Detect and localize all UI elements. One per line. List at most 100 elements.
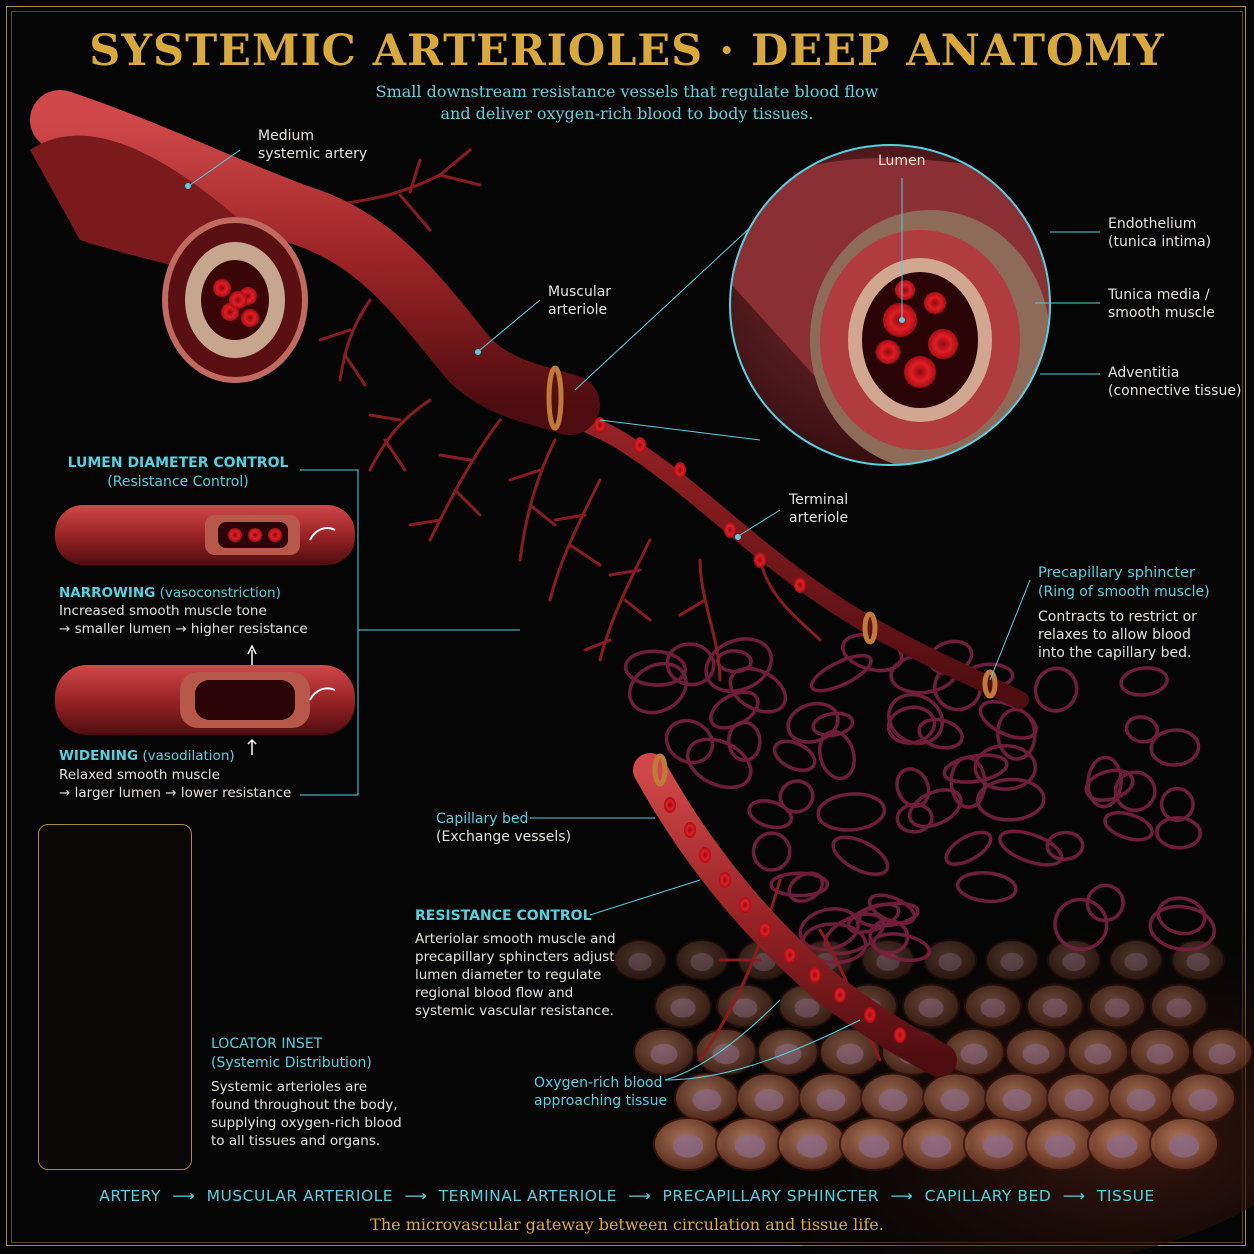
cell-nucleus	[1000, 953, 1024, 971]
narrowing-text-line-2: → smaller lumen → higher resistance	[59, 621, 308, 637]
precapillary-text-line-3: into the capillary bed.	[1038, 645, 1192, 661]
magnified-cross-section	[574, 144, 1051, 466]
capillary-loop	[1156, 896, 1207, 936]
red-blood-cell	[699, 847, 711, 863]
capillary-loop	[1103, 810, 1154, 842]
flow-step-muscular-arteriole: MUSCULAR ARTERIOLE	[206, 1187, 394, 1205]
locator-subheading: (Systemic Distribution)	[211, 1055, 372, 1071]
narrowing-vessel-illustration	[55, 505, 355, 565]
red-blood-cell	[864, 1007, 876, 1023]
capillary-loop	[811, 711, 855, 738]
artery-blood-cells	[213, 279, 259, 327]
flowing-blood-cells	[594, 417, 906, 1043]
label-adventitia-line-2: (connective tissue)	[1108, 383, 1242, 399]
narrowing-description: Increased smooth muscle tone → smaller l…	[59, 602, 308, 638]
cell-nucleus	[1064, 1088, 1094, 1112]
red-blood-cell	[674, 462, 686, 478]
capillary-loop	[728, 666, 788, 714]
red-blood-cell	[904, 356, 936, 388]
cell-nucleus	[692, 1088, 722, 1112]
label-tunica-media-line-2: smooth muscle	[1108, 305, 1215, 321]
widening-vessel-illustration	[55, 644, 355, 755]
cell-nucleus	[628, 953, 652, 971]
cell-nucleus	[794, 998, 820, 1018]
cell-nucleus	[858, 1134, 890, 1158]
capillary-loop	[778, 779, 815, 814]
cell-nucleus	[816, 1088, 846, 1112]
capillary-loop	[704, 637, 773, 693]
cell-nucleus	[774, 1043, 802, 1065]
resistance-text-line-5: systemic vascular resistance.	[415, 1003, 614, 1019]
label-terminal-arteriole-line-2: arteriole	[789, 510, 849, 526]
resistance-text-line-4: regional blood flow and	[415, 985, 574, 1001]
capillary-loop	[1148, 904, 1217, 952]
page-title: SYSTEMIC ARTERIOLES · DEEP ANATOMY	[89, 26, 1165, 76]
tissue-cell	[1088, 983, 1146, 1029]
precapillary-text-line-2: relaxes to allow blood	[1038, 627, 1191, 643]
tissue-cell	[654, 983, 712, 1029]
label-adventitia: Adventitia (connective tissue)	[1108, 364, 1241, 400]
red-blood-cell	[784, 947, 796, 963]
red-blood-cell	[794, 577, 806, 593]
locator-text-line-1: Systemic arterioles are	[211, 1079, 368, 1095]
label-endothelium-line-1: Endothelium	[1108, 216, 1197, 232]
locator-text-line-4: to all tissues and organs.	[211, 1133, 381, 1149]
capillary-loop	[1084, 768, 1135, 802]
tissue-cell	[1150, 983, 1208, 1029]
red-blood-cell	[634, 437, 646, 453]
label-lumen: Lumen	[878, 153, 926, 169]
red-blood-cell	[894, 1027, 906, 1043]
red-blood-cell	[229, 291, 247, 309]
capillary-loop	[769, 871, 830, 898]
red-blood-cell	[834, 987, 846, 1003]
label-muscular-arteriole: Muscular arteriole	[548, 283, 611, 319]
red-blood-cell	[594, 417, 606, 433]
capillary-loop	[627, 661, 688, 715]
resistance-text-line-3: lumen diameter to regulate	[415, 967, 602, 983]
capillary-loop	[887, 692, 945, 745]
resistance-heading: RESISTANCE CONTROL	[415, 908, 592, 924]
capillary-loop	[973, 743, 1038, 791]
flow-sequence: ARTERY ⟶ MUSCULAR ARTERIOLE ⟶ TERMINAL A…	[0, 1187, 1254, 1205]
capillary-loop	[975, 777, 1046, 822]
red-blood-cell	[754, 552, 766, 568]
label-medium-artery-line-2: systemic artery	[258, 146, 368, 162]
tissue-cell	[923, 939, 977, 981]
label-capillary-bed: Capillary bed (Exchange vessels)	[436, 810, 571, 846]
tissue-cell	[716, 983, 774, 1029]
precapillary-heading: Precapillary sphincter	[1038, 565, 1195, 581]
capillary-loop	[787, 871, 825, 903]
lumen-control-heading: LUMEN DIAMETER CONTROL	[67, 455, 289, 471]
capillary-loop	[798, 907, 860, 952]
narrowing-paren: (vasoconstriction)	[159, 585, 281, 601]
locator-inset-frame	[38, 824, 192, 1170]
cell-nucleus	[1146, 1043, 1174, 1065]
red-blood-cell	[724, 522, 736, 538]
cell-nucleus	[796, 1134, 828, 1158]
capillary-loop	[955, 870, 1018, 904]
flow-arrow-icon: ⟶	[1062, 1187, 1086, 1205]
capillary-loop	[801, 922, 868, 965]
label-capillary-bed-line-1: Capillary bed	[436, 811, 529, 827]
cell-nucleus	[672, 1134, 704, 1158]
label-muscular-arteriole-line-1: Muscular	[548, 284, 612, 300]
cell-nucleus	[878, 1088, 908, 1112]
flow-arrow-icon: ⟶	[172, 1187, 196, 1205]
red-blood-cell	[895, 280, 915, 300]
arteriole-branches	[318, 148, 882, 1062]
capillary-loop	[823, 912, 885, 956]
capillary-loop	[867, 893, 917, 925]
label-endothelium-line-2: (tunica intima)	[1108, 234, 1212, 250]
cell-nucleus	[712, 1043, 740, 1065]
locator-text-line-2: found throughout the body,	[211, 1097, 398, 1113]
locator-heading: LOCATOR INSET	[211, 1036, 323, 1052]
capillary-loop	[1149, 728, 1201, 767]
label-oxygen-rich-line-1: Oxygen-rich blood	[534, 1075, 663, 1091]
capillary-loop	[664, 718, 715, 765]
flow-step-precapillary-sphincter: PRECAPILLARY SPHINCTER	[662, 1187, 880, 1205]
cell-nucleus	[1002, 1088, 1032, 1112]
outer-frame	[6, 6, 1246, 1246]
cell-nucleus	[1124, 953, 1148, 971]
narrowing-text-line-1: Increased smooth muscle tone	[59, 603, 267, 619]
capillary-loop	[809, 653, 873, 693]
